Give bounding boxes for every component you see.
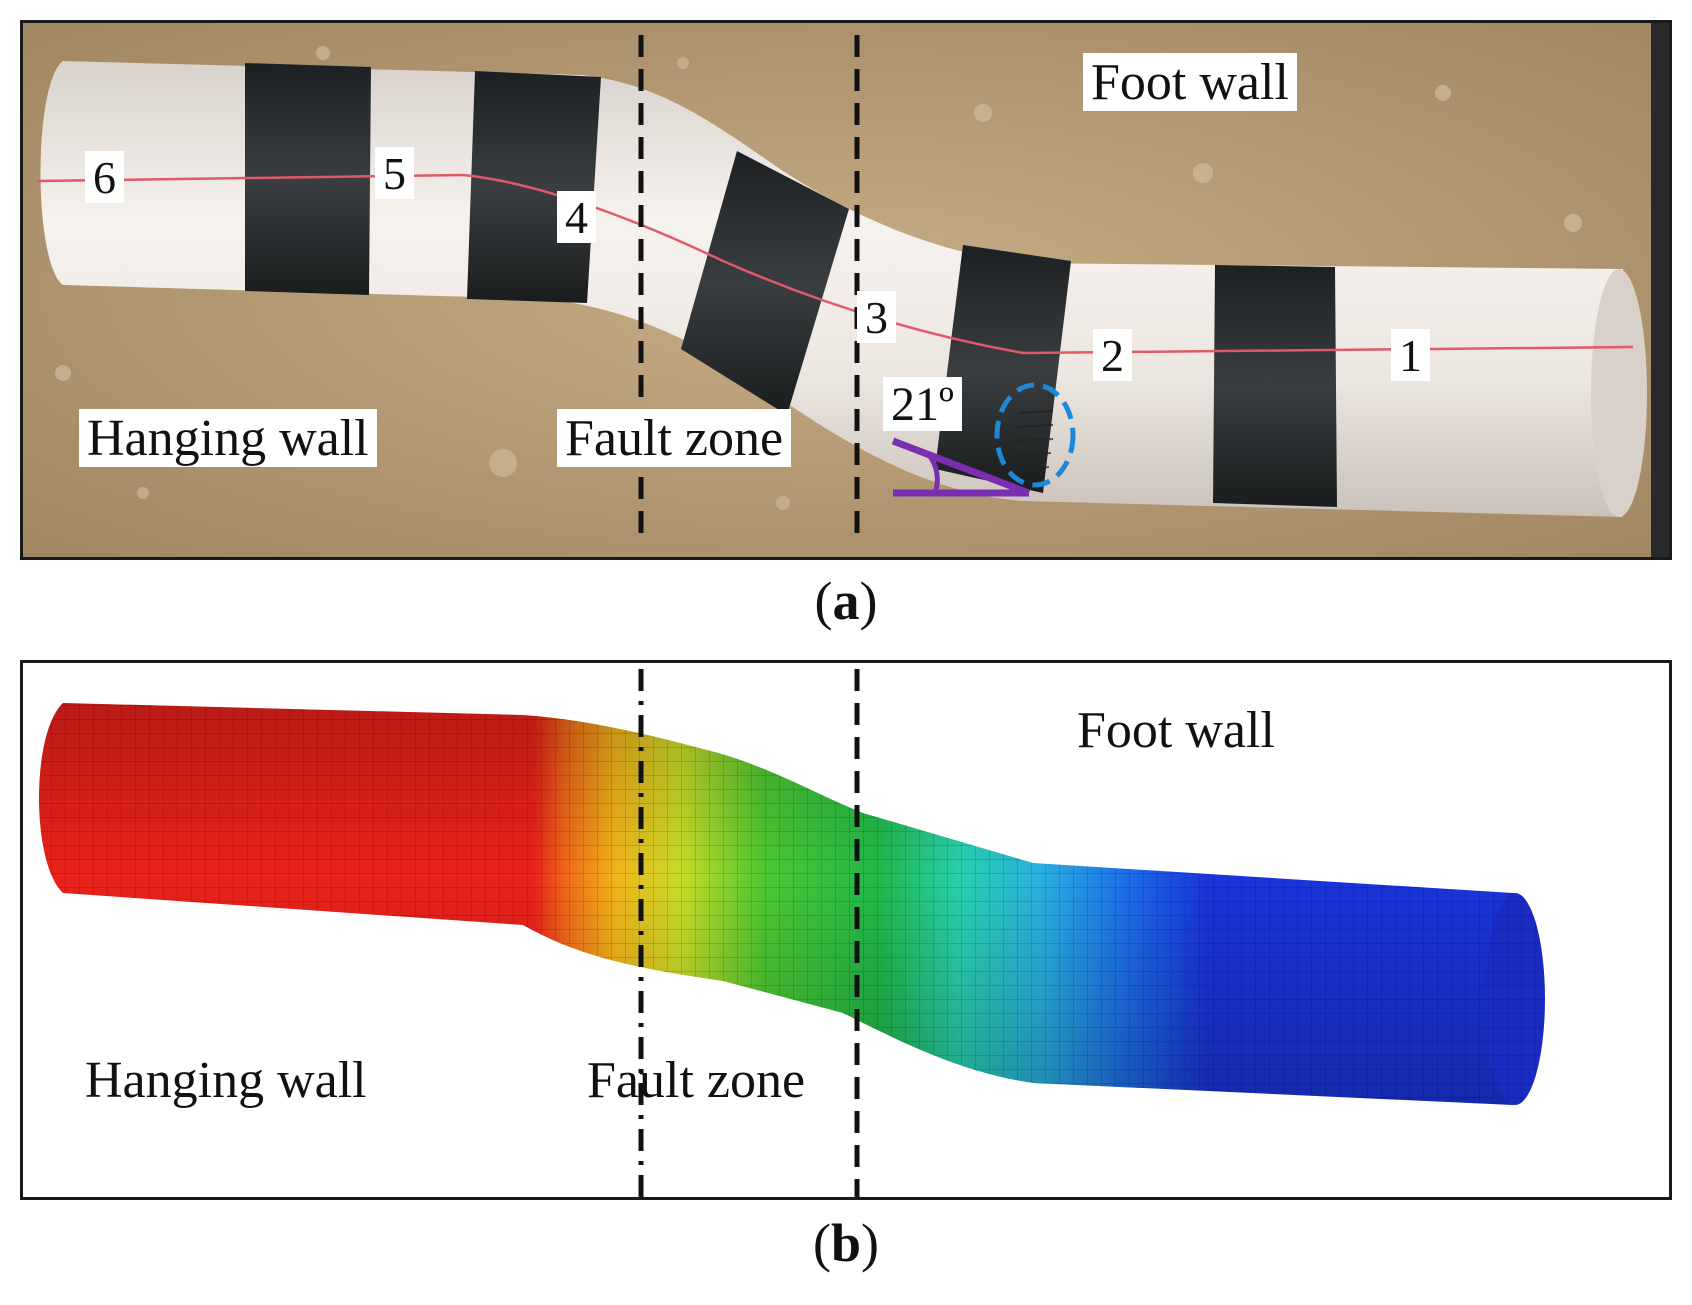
segment-number-6: 6	[85, 151, 124, 203]
fe-model-illustration	[39, 669, 1545, 1197]
pipe-band-5	[1213, 265, 1337, 507]
segment-number-5: 5	[375, 147, 414, 199]
panel-b-simulation: Foot wall Hanging wall Fault zone	[20, 660, 1672, 1200]
caption-b: (b)	[812, 1213, 879, 1273]
wrinkle-pattern	[1016, 410, 1054, 470]
pipe-band-1	[245, 63, 371, 295]
pipe-end	[1591, 269, 1647, 517]
segment-number-4: 4	[557, 191, 596, 243]
segment-number-3: 3	[857, 291, 896, 343]
fault-zone-label: Fault zone	[557, 409, 792, 467]
angle-label: 21º	[883, 377, 962, 431]
panel-a-photo: Foot wall Hanging wall Fault zone 21º 6 …	[20, 20, 1672, 560]
angle-marker	[891, 437, 1031, 497]
wrinkle-highlight	[994, 382, 1076, 488]
marker-line	[36, 173, 1634, 355]
fault-zone-label-model: Fault zone	[587, 1052, 806, 1109]
pipe-mesh-model	[39, 703, 1513, 1105]
caption-a: (a)	[814, 571, 878, 631]
hanging-wall-label-model: Hanging wall	[85, 1052, 367, 1109]
segment-number-1: 1	[1391, 329, 1430, 381]
foot-wall-label: Foot wall	[1083, 53, 1297, 111]
box-edge	[1651, 23, 1669, 557]
pipe-photo-illustration	[23, 23, 1669, 557]
hanging-wall-label: Hanging wall	[79, 409, 377, 467]
foot-wall-label-model: Foot wall	[1077, 702, 1275, 759]
pipe-band-3	[681, 151, 849, 415]
pipe-band-4	[935, 245, 1071, 493]
segment-number-2: 2	[1093, 329, 1132, 381]
soil-texture	[55, 46, 1582, 510]
pipe-band-2	[467, 71, 601, 303]
